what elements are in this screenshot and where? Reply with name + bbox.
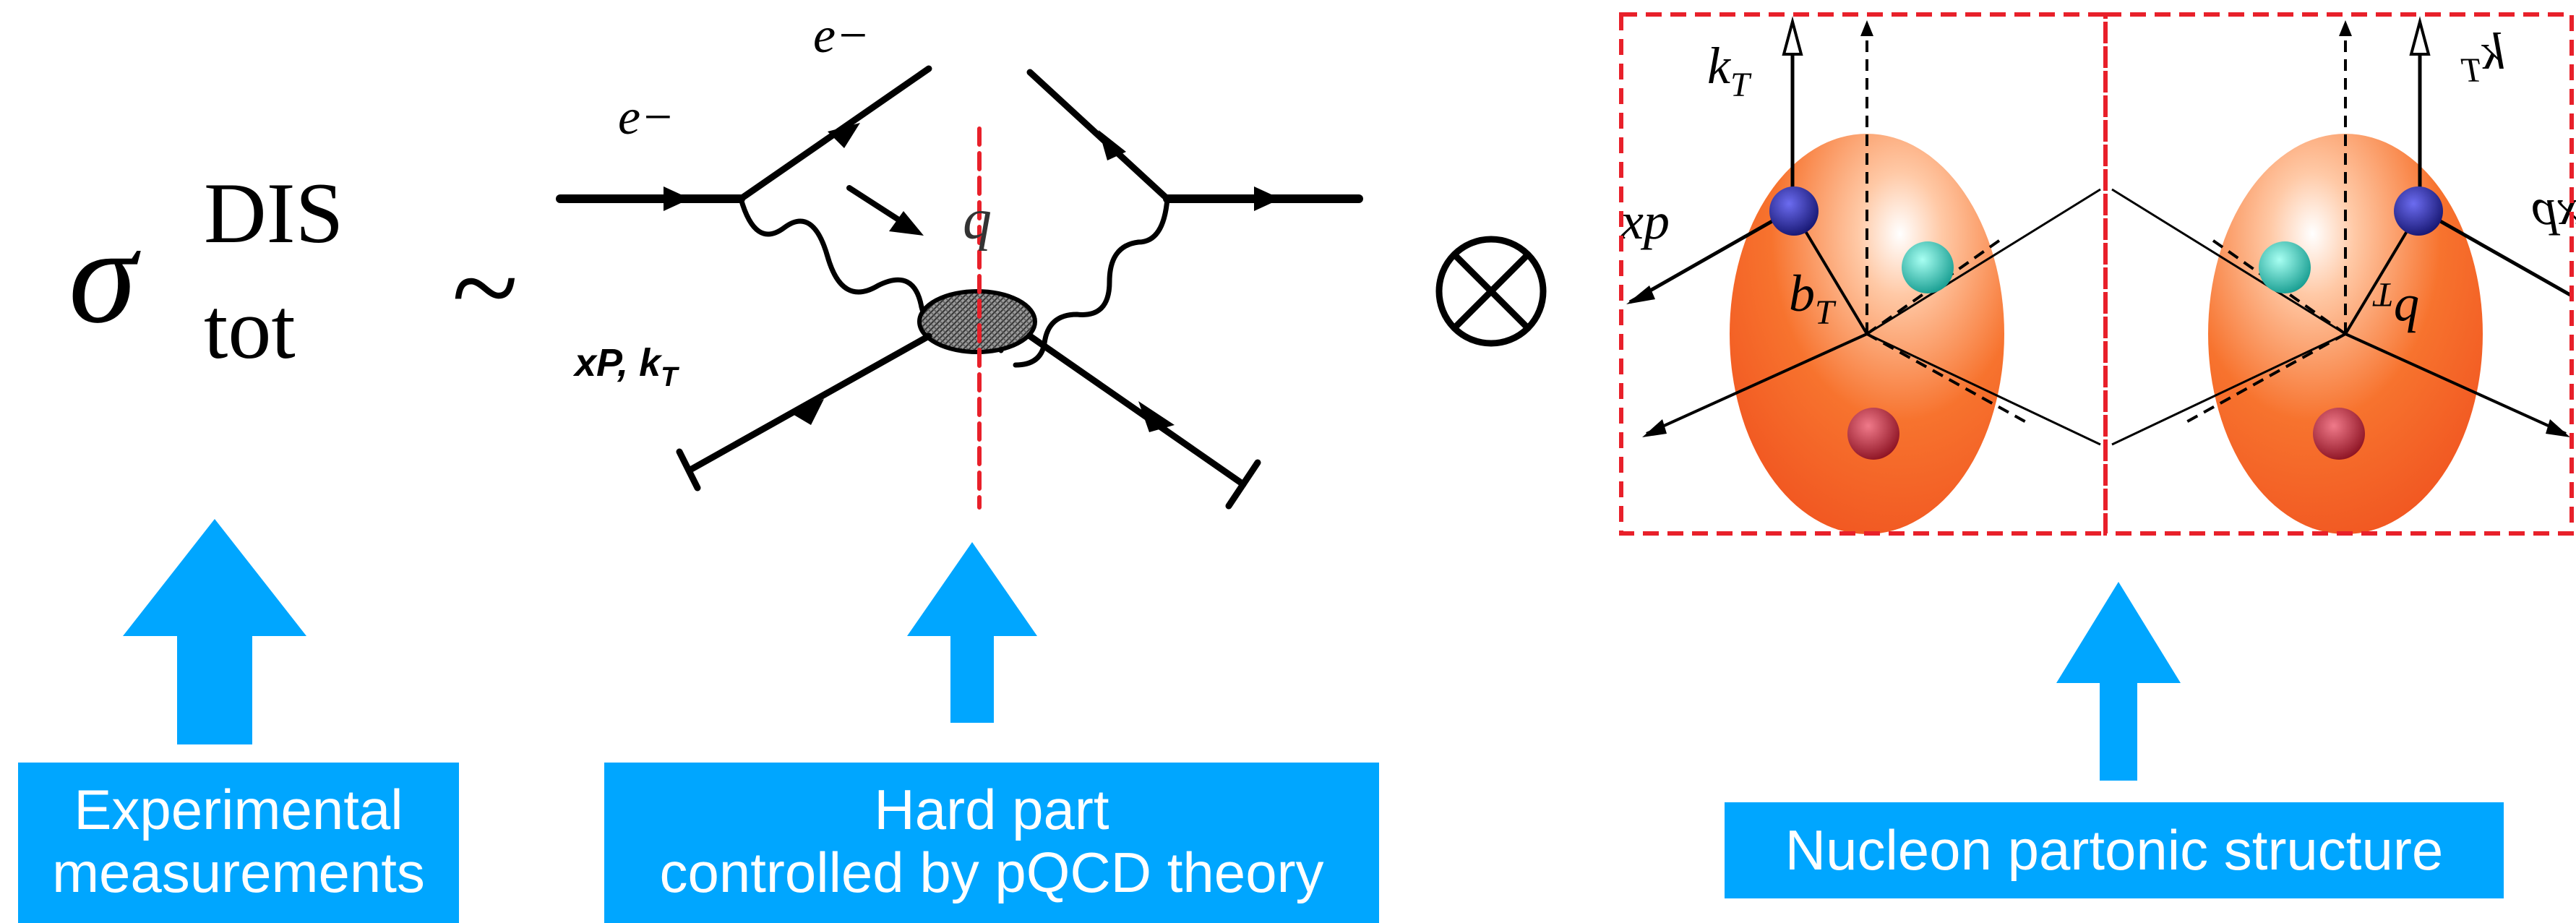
sigma-subscript: tot bbox=[204, 280, 296, 377]
nucleon-structure: kT xp bT kT xp bbox=[1619, 12, 2576, 536]
incoming-parton-arrow bbox=[791, 399, 824, 425]
proportional-tilde: ~ bbox=[452, 220, 518, 356]
arrow-experimental bbox=[123, 519, 306, 744]
bt-label-right: bT bbox=[2372, 275, 2420, 343]
xp-label-right: xp bbox=[2531, 178, 2576, 236]
tensor-cross-2 bbox=[1451, 252, 1531, 331]
nucleon-right-frame bbox=[2103, 12, 2574, 536]
nucleon-right: kT xp bT bbox=[2111, 16, 2576, 534]
experimental-label-box: Experimental measurements bbox=[18, 763, 459, 923]
kt-label-left: kT bbox=[1707, 37, 1752, 104]
nucleon-right-axis-d bbox=[2111, 332, 2346, 446]
parton-momentum-label: xP, kT bbox=[572, 341, 679, 392]
feynman-labels: e− e− q xP, kT bbox=[572, 8, 992, 392]
incoming-electron-arrow bbox=[664, 186, 690, 211]
feynman-diagram bbox=[556, 65, 1363, 510]
hardpart-label-box: Hard part controlled by pQCD theory bbox=[604, 763, 1379, 923]
xp-arrow-left bbox=[1628, 207, 1794, 304]
conjugate-electron-out-arrow bbox=[1254, 186, 1281, 211]
quark-blue-left bbox=[1769, 186, 1819, 236]
blue-arrows bbox=[123, 519, 2181, 781]
nucleon-left-axis-b bbox=[1866, 188, 2101, 335]
electron-label-left: e− bbox=[618, 90, 674, 145]
nucleon-left: kT xp bT bbox=[1620, 16, 2101, 534]
electron-label-top: e− bbox=[813, 8, 870, 64]
bt-label-left: bT bbox=[1789, 265, 1837, 332]
nucleon-line-1: Nucleon partonic structure bbox=[1785, 818, 2444, 882]
conjugate-electron-in bbox=[1026, 69, 1171, 202]
outgoing-electron-arrow bbox=[828, 123, 860, 148]
arrow-nucleon bbox=[2056, 582, 2181, 781]
xp-arrow-right bbox=[2418, 207, 2572, 297]
formula: σ DIS tot ~ bbox=[69, 165, 518, 377]
hardpart-line-1: Hard part bbox=[874, 778, 1109, 841]
quark-red-right bbox=[2313, 408, 2365, 460]
nucleon-label-box: Nucleon partonic structure bbox=[1725, 802, 2504, 898]
outgoing-parton-end bbox=[1225, 459, 1261, 510]
sigma-symbol: σ bbox=[69, 200, 141, 352]
experimental-line-1: Experimental bbox=[74, 778, 403, 841]
tensor-product bbox=[1435, 236, 1547, 347]
quark-teal-left bbox=[1902, 241, 1954, 293]
outgoing-parton-line bbox=[1026, 332, 1247, 488]
xp-label-left: xp bbox=[1620, 192, 1670, 250]
nucleon-right-axis-x bbox=[2345, 332, 2567, 435]
experimental-line-2: measurements bbox=[52, 841, 425, 905]
nucleon-left-dash-2 bbox=[1866, 332, 2028, 424]
conjugate-electron-in-arrow bbox=[1099, 130, 1126, 160]
arrow-hardpart bbox=[907, 542, 1037, 723]
outgoing-parton-arrow bbox=[1138, 401, 1175, 432]
hardpart-line-2: controlled by pQCD theory bbox=[659, 841, 1324, 905]
quark-blue-right bbox=[2394, 186, 2443, 236]
tensor-circle bbox=[1435, 236, 1547, 347]
nucleon-left-axis-d bbox=[1866, 332, 2101, 446]
nucleon-right-axis-b bbox=[2111, 188, 2346, 335]
nucleon-right-dash-2 bbox=[2184, 332, 2346, 424]
quark-teal-right bbox=[2259, 241, 2311, 293]
kt-label-right: kT bbox=[2460, 22, 2505, 90]
incoming-parton-end bbox=[676, 448, 701, 491]
nucleon-left-axis-x bbox=[1646, 332, 1868, 435]
incoming-parton-line bbox=[687, 332, 932, 473]
photon-momentum-arrow bbox=[889, 211, 924, 236]
quark-red-left bbox=[1847, 408, 1899, 460]
photon-label: q bbox=[963, 188, 992, 252]
sigma-superscript: DIS bbox=[204, 165, 343, 261]
hard-scattering-blob bbox=[917, 289, 1037, 354]
